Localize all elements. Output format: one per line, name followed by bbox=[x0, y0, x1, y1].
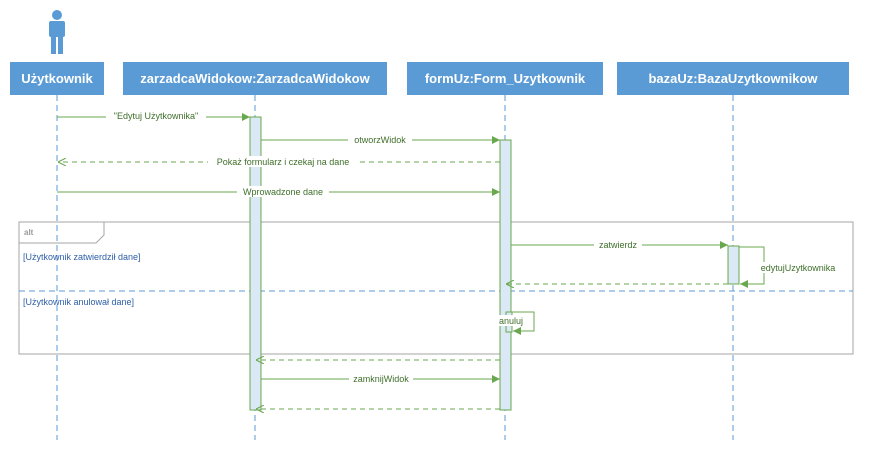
message-anuluj-self-arrow bbox=[511, 311, 535, 335]
person-icon bbox=[49, 10, 65, 54]
lifeline-header-baza[interactable]: bazaUz:BazaUzytkownikow bbox=[617, 62, 849, 95]
activation-form bbox=[499, 139, 512, 411]
activation-baza bbox=[727, 245, 740, 285]
activation-zarzadca bbox=[249, 116, 262, 411]
message-label-zamknij: zamknijWidok bbox=[353, 374, 409, 384]
message-label-zatwierdz: zatwierdz bbox=[599, 240, 638, 250]
message-label-otworz: otworzWidok bbox=[354, 135, 406, 145]
lifeline-header-form[interactable]: formUz:Form_Uzytkownik bbox=[407, 62, 603, 95]
message-label-edytuj: "Edytuj Użytkownika" bbox=[114, 111, 198, 121]
guard-confirmed: [Użytkownik zatwierdził dane] bbox=[23, 252, 141, 262]
message-label-edytuj-self: edytujUzytkownika bbox=[761, 263, 836, 273]
message-label-pokaz: Pokaż formularz i czekaj na dane bbox=[217, 157, 350, 167]
lifeline-header-uzytkownik[interactable]: Użytkownik bbox=[10, 62, 104, 95]
guard-cancelled: [Użytkownik anulował dane] bbox=[23, 297, 134, 307]
lifeline-label: zarzadcaWidokow:ZarzadcaWidokow bbox=[140, 71, 370, 86]
lifeline-label: formUz:Form_Uzytkownik bbox=[425, 71, 586, 86]
lifeline-header-zarzadca[interactable]: zarzadcaWidokow:ZarzadcaWidokow bbox=[123, 62, 387, 95]
message-label-wprowadzone: Wprowadzone dane bbox=[243, 187, 323, 197]
message-label-anuluj: anuluj bbox=[499, 316, 523, 326]
fragment-operator: alt bbox=[24, 228, 34, 237]
lifeline-label: bazaUz:BazaUzytkownikow bbox=[648, 71, 818, 86]
lifeline-label: Użytkownik bbox=[21, 71, 93, 86]
alt-fragment: alt [Użytkownik zatwierdził dane] [Użytk… bbox=[18, 221, 854, 355]
